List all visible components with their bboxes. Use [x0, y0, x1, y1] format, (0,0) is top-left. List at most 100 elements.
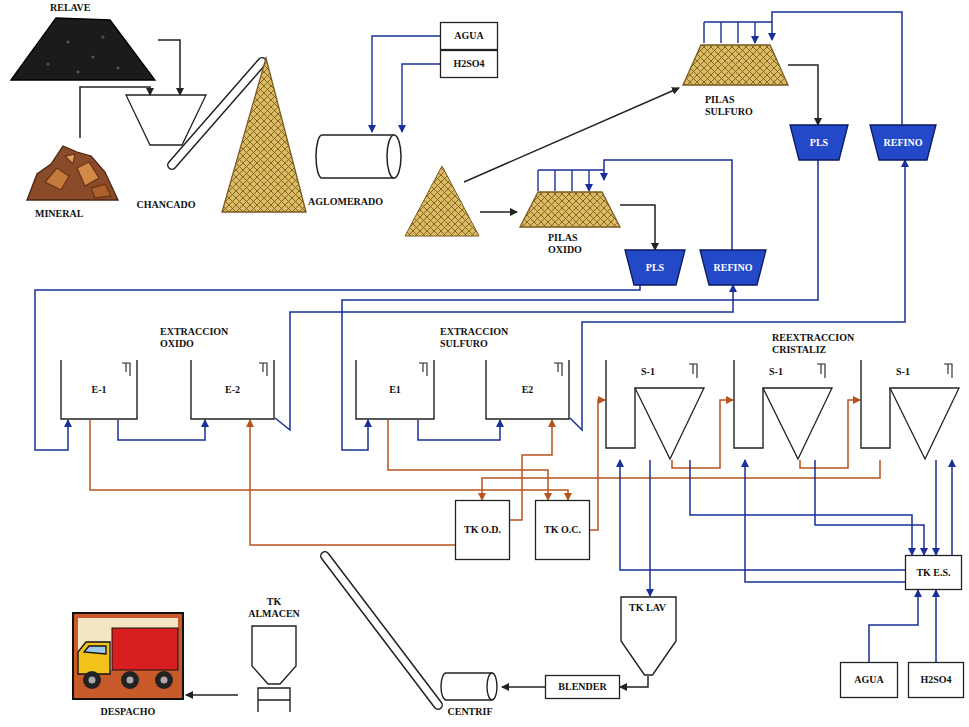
water-box: AGUA	[440, 22, 498, 50]
node-text: DESPACHO	[72, 706, 184, 718]
flow-line	[342, 160, 818, 450]
text-holder: CHANCADO	[120, 95, 212, 211]
extraction-cell: E-1	[60, 360, 138, 420]
outline	[122, 363, 130, 376]
acid-box: H2SO4	[440, 50, 498, 78]
text-holder: E1	[389, 384, 401, 396]
outline	[625, 250, 685, 285]
ore-pile: MINERAL	[25, 138, 120, 230]
text-holder: REFINO	[884, 137, 923, 149]
raffinate-pond: REFINO	[700, 250, 766, 285]
node-text: MINERAL	[35, 208, 83, 220]
flow-line	[620, 676, 648, 687]
truck-wheel	[121, 671, 139, 689]
blender-box: BLENDER	[545, 675, 620, 699]
outline	[258, 688, 290, 712]
node-shape	[683, 40, 788, 150]
outline	[252, 626, 296, 684]
outline	[65, 154, 75, 164]
flow-line	[482, 460, 880, 500]
node-text: PLS	[810, 137, 828, 149]
outline	[944, 364, 952, 378]
section-label: EXTRACCION SULFURO	[440, 326, 530, 350]
flow-line	[788, 65, 818, 125]
text-holder: MINERAL	[35, 138, 83, 220]
node-text: AGLOMERADO	[308, 196, 383, 208]
sprinkler-header	[538, 170, 604, 191]
flow-line	[815, 460, 924, 555]
extraction-cell: E-2	[190, 360, 275, 420]
text-holder: DESPACHO	[72, 612, 184, 718]
feed-arrow	[464, 88, 679, 182]
truck-trailer	[112, 628, 178, 670]
agglomeration-drum	[316, 135, 401, 178]
truck-hub	[89, 677, 96, 684]
node-text: AGUA	[854, 674, 883, 686]
texture	[46, 62, 49, 65]
outline	[520, 192, 620, 227]
node-text: RELAVE	[50, 2, 90, 14]
text-holder: AGUA	[854, 674, 883, 686]
flow-line	[690, 460, 912, 555]
section-label-box: EXTRACCION OXIDO	[160, 326, 240, 350]
outline	[546, 676, 620, 699]
organic-tank: TK O.D.	[455, 500, 510, 560]
node-shape	[8, 2, 158, 80]
raffinate-pond: REFINO	[870, 125, 936, 160]
outline	[790, 125, 848, 160]
node-shape	[605, 360, 705, 460]
text-holder: PILAS SULFURO	[705, 40, 775, 117]
flow-line	[745, 460, 905, 582]
outline	[126, 95, 206, 145]
outline	[536, 501, 590, 560]
outline	[909, 663, 964, 698]
node-text: E-2	[225, 384, 240, 396]
text-holder: PILAS OXIDO	[548, 180, 608, 255]
text-holder: RELAVE	[50, 2, 90, 14]
dispatch-truck: DESPACHO	[72, 612, 186, 724]
flow-line	[418, 420, 500, 440]
text-holder: S-1	[896, 360, 910, 378]
flow-line	[388, 420, 548, 500]
outline	[621, 597, 676, 675]
outline	[606, 360, 635, 448]
outline	[61, 360, 137, 419]
flow-line	[35, 285, 640, 450]
text-holder: TK O.C.	[544, 524, 581, 536]
node-text: TK E.S.	[916, 567, 950, 579]
flow-line	[935, 590, 937, 662]
outline	[554, 363, 562, 376]
flow-line	[869, 590, 918, 662]
truck-hub	[161, 677, 168, 684]
section-label: EXTRACCION OXIDO	[160, 326, 240, 350]
flow-line	[186, 694, 238, 696]
section-label-box: EXTRACCION SULFURO	[440, 326, 530, 350]
text-holder: TK LAV	[620, 596, 675, 614]
text-holder: E-2	[225, 384, 240, 396]
text-holder: S-1	[769, 360, 783, 378]
outline	[689, 364, 697, 378]
outline	[77, 162, 99, 186]
node-text: TK LAV	[620, 602, 675, 614]
text-holder: PLS	[646, 262, 664, 274]
acid-box: H2SO4	[908, 662, 964, 698]
flow-line	[118, 420, 205, 440]
node-text: REFINO	[884, 137, 923, 149]
extraction-cell: E1	[355, 360, 435, 420]
outline	[700, 250, 766, 285]
node-text: CENTRIF	[440, 706, 500, 718]
pls-pond: PLS	[625, 250, 685, 285]
text-holder: H2SO4	[920, 674, 951, 686]
acid-line	[402, 64, 440, 132]
outline	[456, 501, 510, 560]
texture	[101, 35, 104, 38]
node-shape	[520, 180, 620, 275]
node-text: REFINO	[714, 262, 753, 274]
outline	[259, 363, 267, 376]
flow-line	[604, 160, 732, 250]
outline	[841, 663, 898, 698]
outline	[191, 360, 274, 419]
texture	[66, 40, 69, 43]
